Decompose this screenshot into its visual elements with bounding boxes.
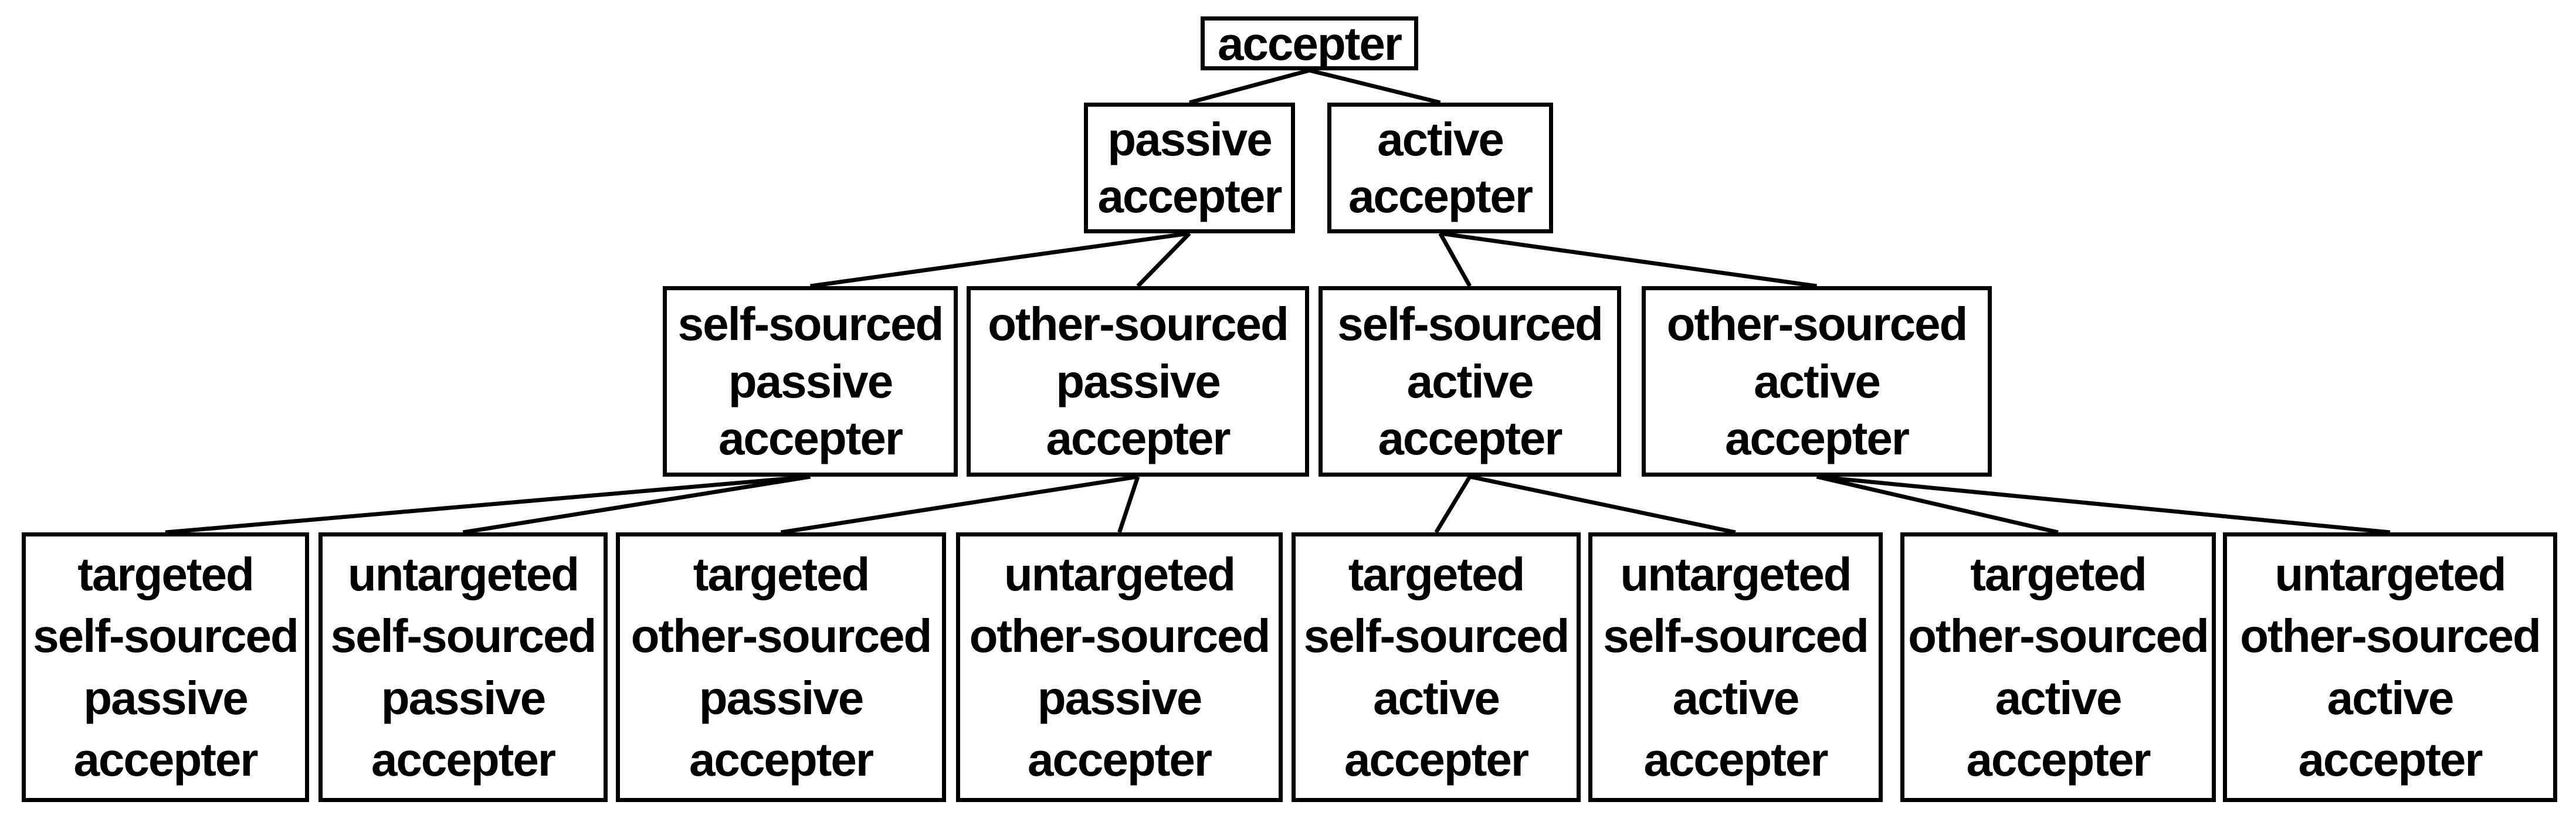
tree-node-label-line: untargeted [347, 548, 579, 601]
tree-node-label-line: passive [381, 671, 547, 724]
tree-node-label-line: accepter [1097, 169, 1282, 222]
tree-edge-active-accepter-to-other-sourced-active-accepter [1440, 231, 1817, 288]
tree-node-label-line: passive [83, 671, 249, 724]
tree-node-label-line: accepter [1643, 733, 1828, 786]
tree-node-label-line: active [1373, 671, 1500, 724]
tree-node-label-line: self-sourced [1303, 610, 1570, 663]
tree-node-label-line: active [1754, 355, 1881, 407]
tree-node-label-line: accepter [718, 412, 903, 465]
tree-node-label-line: targeted [1348, 548, 1526, 601]
tree-node-label-line: other-sourced [631, 610, 933, 663]
tree-node-untargeted-self-sourced-active-accepter: untargeted self-sourced active accepter [1588, 532, 1883, 802]
tree-node-label-line: targeted [1970, 548, 2147, 601]
tree-node-label-line: other-sourced [969, 610, 1271, 663]
tree-node-label-line: active [1377, 113, 1504, 166]
tree-edge-other-sourced-active-accepter-to-untargeted-other-sourced-active-accepter [1816, 474, 2391, 535]
tree-node-label-line: accepter [1378, 412, 1562, 465]
tree-node-untargeted-other-sourced-passive-accepter: untargeted other-sourced passive accepter [956, 532, 1283, 802]
tree-node-label-line: accepter [371, 733, 556, 786]
tree-node-targeted-self-sourced-passive-accepter: targeted self-sourced passive accepter [22, 532, 309, 802]
tree-node-targeted-other-sourced-active-accepter: targeted other-sourced active accepter [1900, 532, 2216, 802]
tree-node-accepter: accepter [1201, 16, 1418, 70]
tree-node-label-line: targeted [693, 548, 870, 601]
tree-node-label-line: accepter [1027, 733, 1212, 786]
tree-node-targeted-other-sourced-passive-accepter: targeted other-sourced passive accepter [616, 532, 946, 802]
tree-edge-self-sourced-active-accepter-to-targeted-self-sourced-active-accepter [1434, 475, 1472, 534]
tree-node-untargeted-self-sourced-passive-accepter: untargeted self-sourced passive accepter [318, 532, 608, 802]
tree-node-label-line: other-sourced [1666, 297, 1968, 350]
tree-node-label-line: self-sourced [1337, 297, 1604, 350]
tree-node-label-line: accepter [1348, 169, 1533, 222]
tree-node-label-line: passive [1107, 113, 1273, 166]
tree-node-label-line: other-sourced [988, 297, 1289, 350]
tree-node-label-line: other-sourced [2240, 610, 2541, 663]
tree-node-label-line: passive [1037, 671, 1203, 724]
tree-node-label-line: accepter [1724, 412, 1910, 465]
tree-node-label-line: active [2327, 671, 2455, 724]
tree-node-label-line: untargeted [1004, 548, 1236, 601]
tree-node-label-line: accepter [2298, 733, 2483, 786]
tree-node-label-line: passive [728, 355, 894, 407]
tree-node-label-line: passive [699, 671, 865, 724]
tree-node-untargeted-other-sourced-active-accepter: untargeted other-sourced active accepter [2223, 532, 2557, 802]
tree-node-label-line: self-sourced [33, 610, 299, 663]
tree-node-label-line: untargeted [1620, 548, 1852, 601]
tree-node-label-line: self-sourced [330, 610, 597, 663]
tree-node-label-line: accepter [1217, 18, 1402, 70]
tree-node-label-line: accepter [689, 733, 874, 786]
tree-node-label-line: accepter [1344, 733, 1529, 786]
tree-node-label-line: self-sourced [1603, 610, 1869, 663]
tree-edge-accepter-to-active-accepter [1309, 68, 1441, 105]
tree-edge-other-sourced-passive-accepter-to-untargeted-other-sourced-passive-accepter [1117, 475, 1140, 534]
tree-edge-other-sourced-passive-accepter-to-targeted-other-sourced-passive-accepter [780, 474, 1138, 535]
tree-node-label-line: accepter [1046, 412, 1231, 465]
tree-edge-passive-accepter-to-other-sourced-passive-accepter [1136, 232, 1191, 288]
tree-edge-self-sourced-active-accepter-to-untargeted-self-sourced-active-accepter [1469, 474, 1736, 535]
tree-node-label-line: active [1406, 355, 1534, 407]
tree-node-label-line: self-sourced [677, 297, 944, 350]
tree-edge-self-sourced-passive-accepter-to-targeted-self-sourced-passive-accepter [165, 474, 811, 535]
tree-node-label-line: accepter [1966, 733, 2151, 786]
tree-node-targeted-self-sourced-active-accepter: targeted self-sourced active accepter [1292, 532, 1581, 802]
tree-node-label-line: accepter [73, 733, 258, 786]
tree-node-label-line: active [1672, 671, 1800, 724]
tree-node-label-line: untargeted [2275, 548, 2506, 601]
tree-node-label-line: active [1995, 671, 2123, 724]
tree-node-label-line: other-sourced [1908, 610, 2209, 663]
tree-edge-other-sourced-active-accepter-to-targeted-other-sourced-active-accepter [1816, 474, 2059, 535]
tree-edge-self-sourced-passive-accepter-to-untargeted-self-sourced-passive-accepter [462, 474, 811, 535]
tree-node-label-line: targeted [77, 548, 255, 601]
tree-edge-active-accepter-to-self-sourced-active-accepter [1438, 232, 1472, 287]
tree-edge-accepter-to-passive-accepter [1189, 68, 1310, 105]
tree-edge-passive-accepter-to-self-sourced-passive-accepter [810, 231, 1190, 288]
tree-node-label-line: passive [1056, 355, 1221, 407]
